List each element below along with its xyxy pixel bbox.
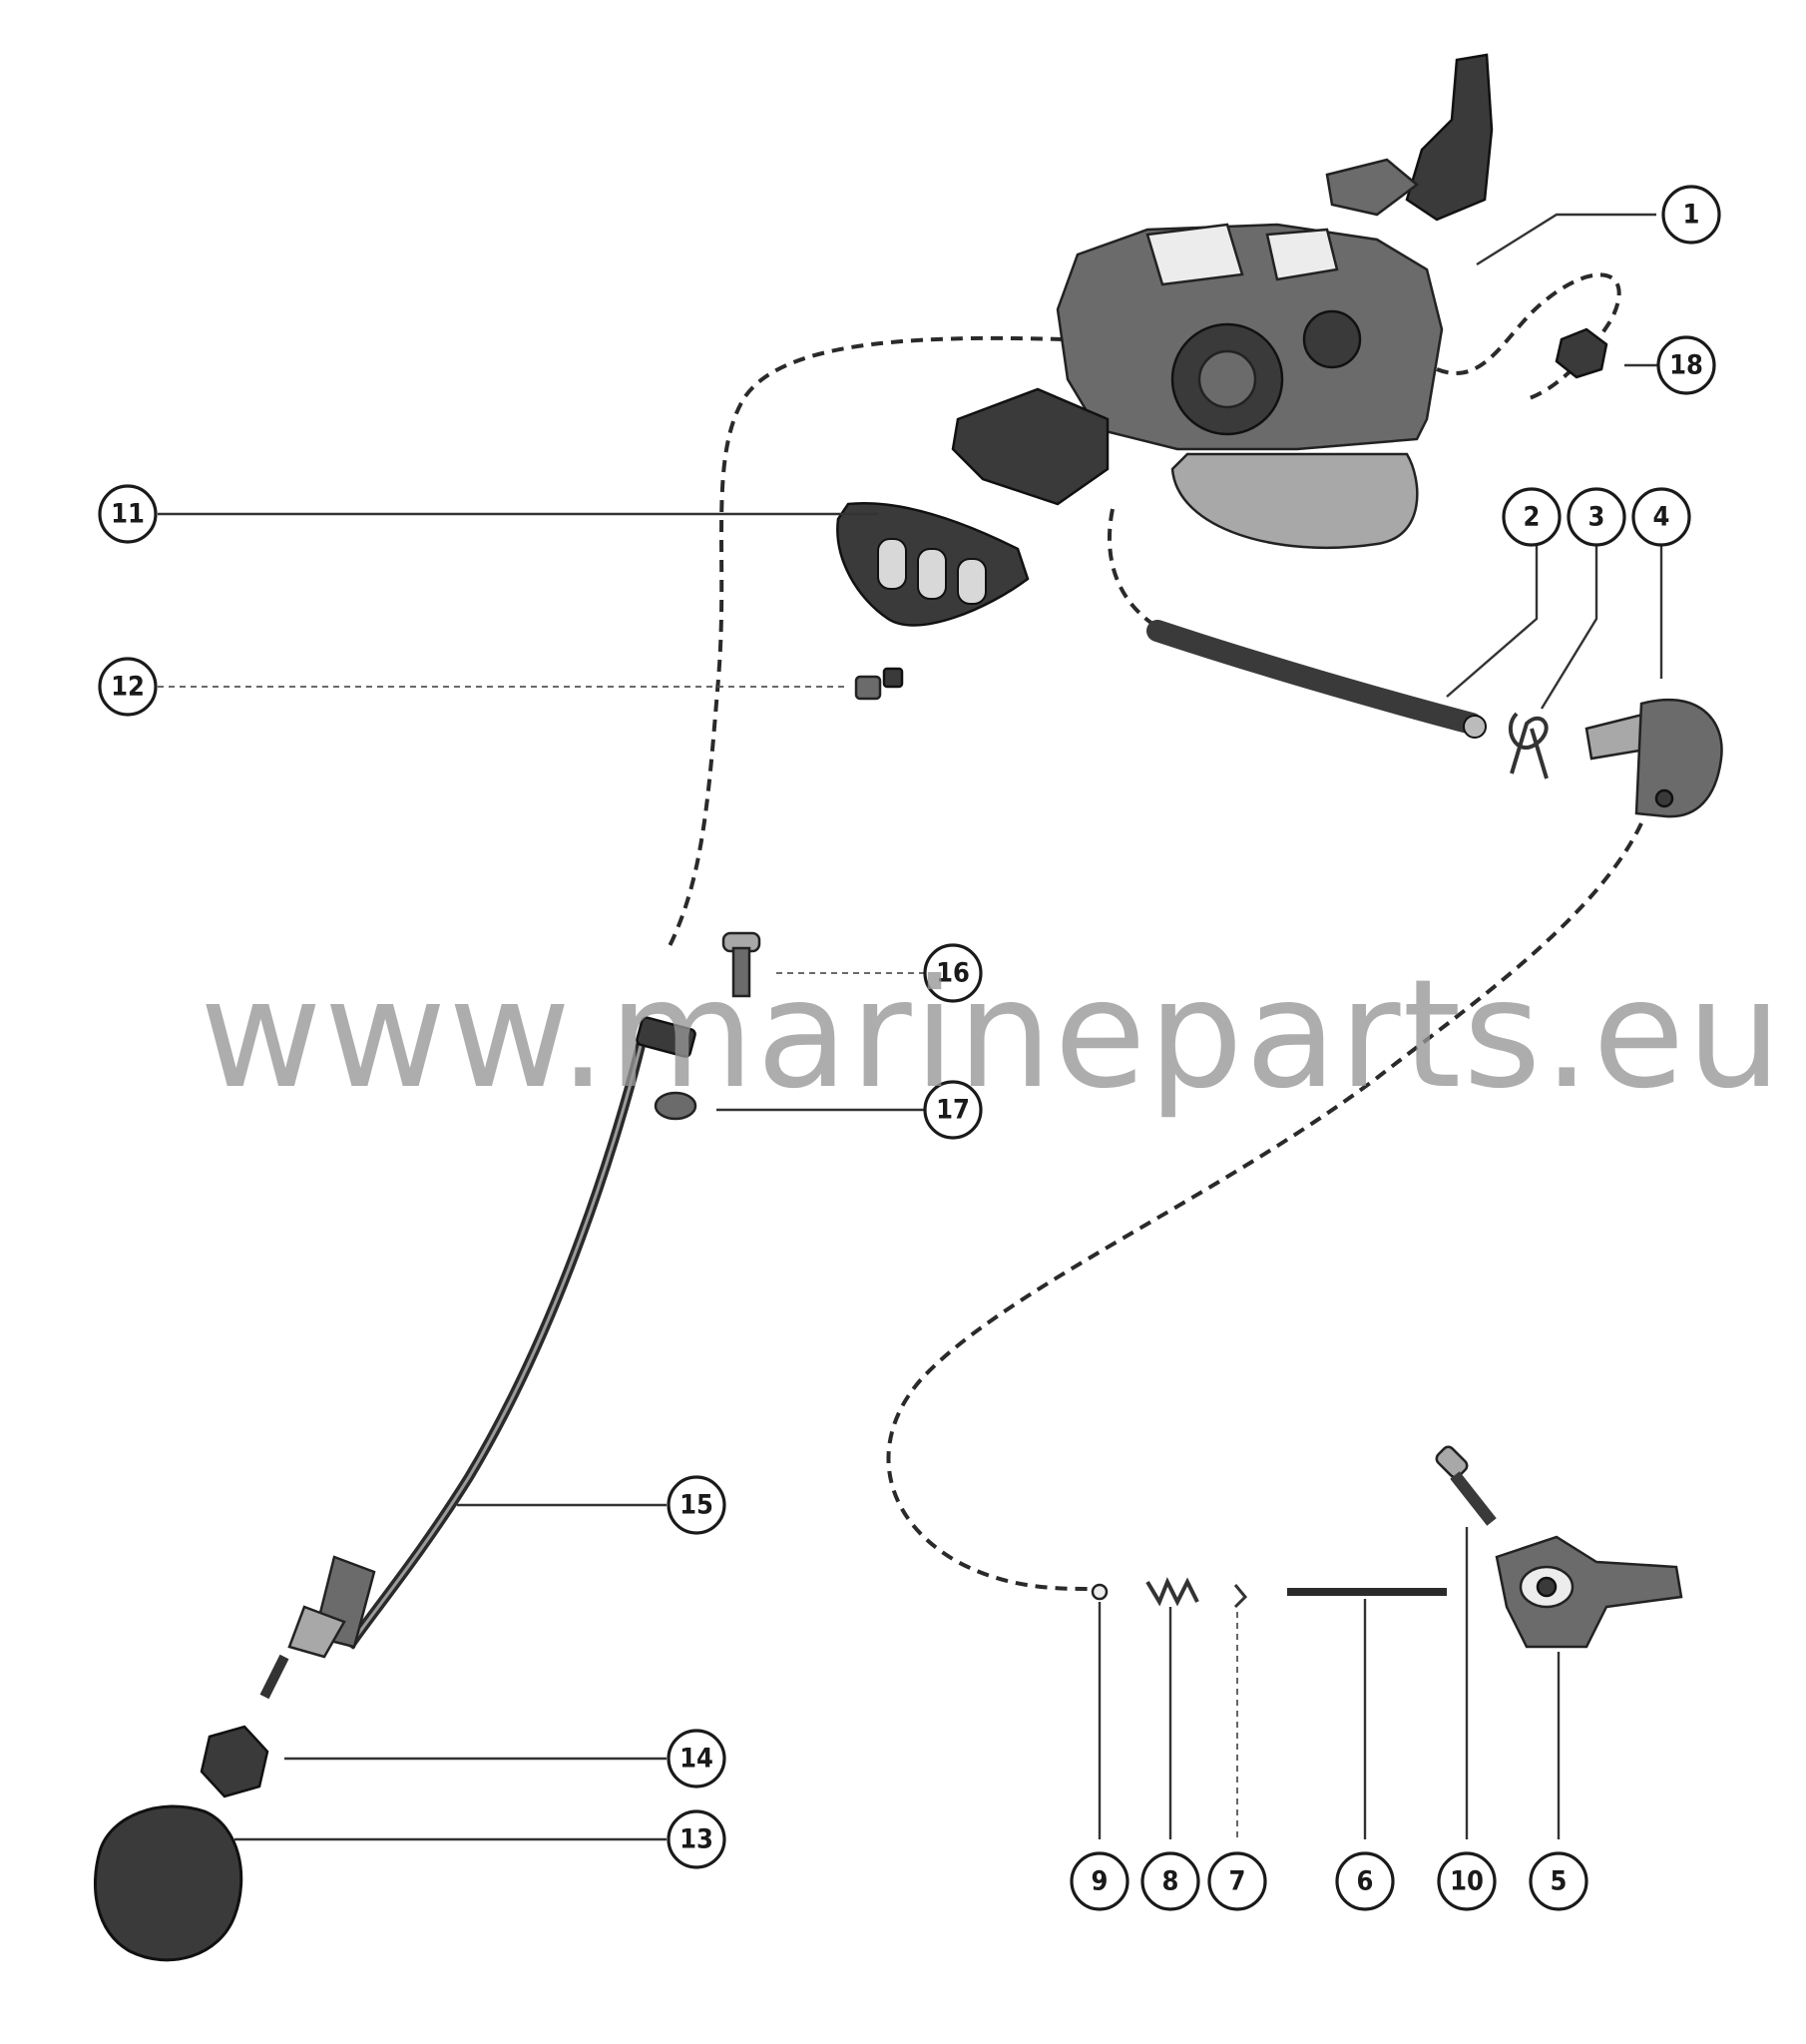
svg-text:1: 1 [1683,200,1700,231]
leader-2 [1446,544,1539,698]
clip-part-3 [1509,712,1549,779]
dashed-path-carburetor-to-hose [1108,508,1154,626]
callout-8: 8 [1140,1851,1200,1911]
callout-12: 12 [98,657,158,717]
svg-text:3: 3 [1588,502,1605,533]
nut-part-18 [1555,327,1608,379]
callout-18: 18 [1656,335,1716,395]
svg-text:4: 4 [1653,502,1670,533]
svg-text:9: 9 [1092,1866,1109,1897]
screw-part-12 [854,667,904,701]
svg-text:17: 17 [936,1095,970,1126]
callout-10: 10 [1437,1851,1497,1911]
svg-text:10: 10 [1450,1866,1484,1897]
callout-11: 11 [98,484,158,544]
callout-17: 17 [923,1080,983,1140]
svg-text:16: 16 [936,958,970,989]
svg-text:5: 5 [1551,1866,1568,1897]
gasket-part-11 [836,502,1030,627]
svg-text:7: 7 [1229,1866,1246,1897]
callout-6: 6 [1335,1851,1395,1911]
callout-9: 9 [1070,1851,1129,1911]
grommet-part-17 [654,1091,697,1121]
ball-part-7 [1233,1584,1248,1609]
callout-16: 16 [923,943,983,1003]
leader-1 [1476,213,1656,266]
callout-3: 3 [1567,487,1626,547]
dashed-path-elbow-to-valve [886,822,1643,1591]
callout-14: 14 [667,1729,726,1788]
callout-2: 2 [1502,487,1562,547]
callout-7: 7 [1207,1851,1267,1911]
nut-part-14 [200,1725,269,1798]
callout-1: 1 [1661,185,1721,245]
washer-part-9 [1091,1583,1109,1601]
svg-text:6: 6 [1357,1866,1374,1897]
svg-text:14: 14 [679,1744,713,1775]
svg-text:13: 13 [679,1824,713,1855]
screw-part-16 [721,931,761,998]
svg-text:11: 11 [111,499,145,530]
svg-text:8: 8 [1162,1866,1179,1897]
filter-screen-part-13 [94,1804,243,1962]
callout-4: 4 [1631,487,1691,547]
svg-text:15: 15 [679,1490,713,1521]
hose-part-2 [1146,620,1483,735]
callout-15: 15 [667,1475,726,1535]
svg-text:12: 12 [111,672,145,703]
elbow-fitting-part-4 [1584,698,1723,818]
valve-body-part-5 [1495,1535,1683,1649]
cable-part-15 [259,1016,696,1700]
dashed-path-nut-loop [1436,272,1621,401]
leader-3 [1540,544,1598,710]
carburetor-assembly [951,53,1494,550]
screw-part-10 [1435,1445,1497,1526]
callout-13: 13 [667,1809,726,1869]
svg-text:18: 18 [1669,350,1703,381]
callout-5: 5 [1529,1851,1588,1911]
dashed-path-carburetor-to-cable [667,335,1064,949]
spring-part-8 [1145,1577,1199,1607]
svg-text:2: 2 [1524,502,1541,533]
